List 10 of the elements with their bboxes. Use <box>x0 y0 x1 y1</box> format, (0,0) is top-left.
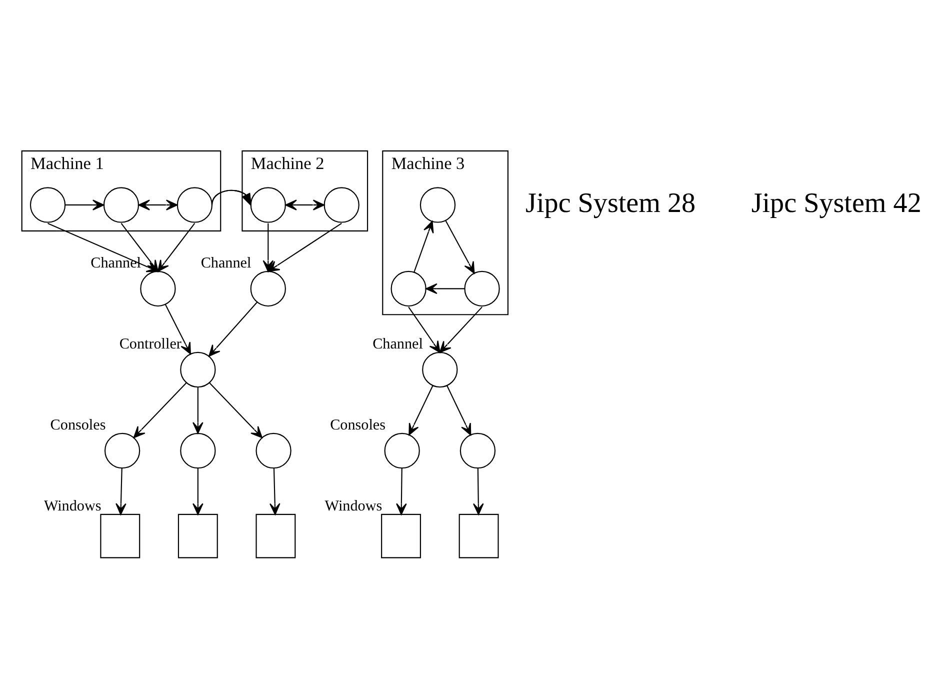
label: Jipc System 28 <box>526 188 696 219</box>
node-label: Windows <box>324 498 382 514</box>
node-label: Channel <box>372 336 423 352</box>
node-label: Controller <box>119 336 182 352</box>
node-label: Channel <box>90 255 142 272</box>
node-label: Channel <box>200 255 252 272</box>
node-label: Consoles <box>330 417 386 434</box>
node-label: Consoles <box>50 417 106 434</box>
label: Jipc System 42 <box>751 188 922 219</box>
node-label: Windows <box>44 498 102 514</box>
